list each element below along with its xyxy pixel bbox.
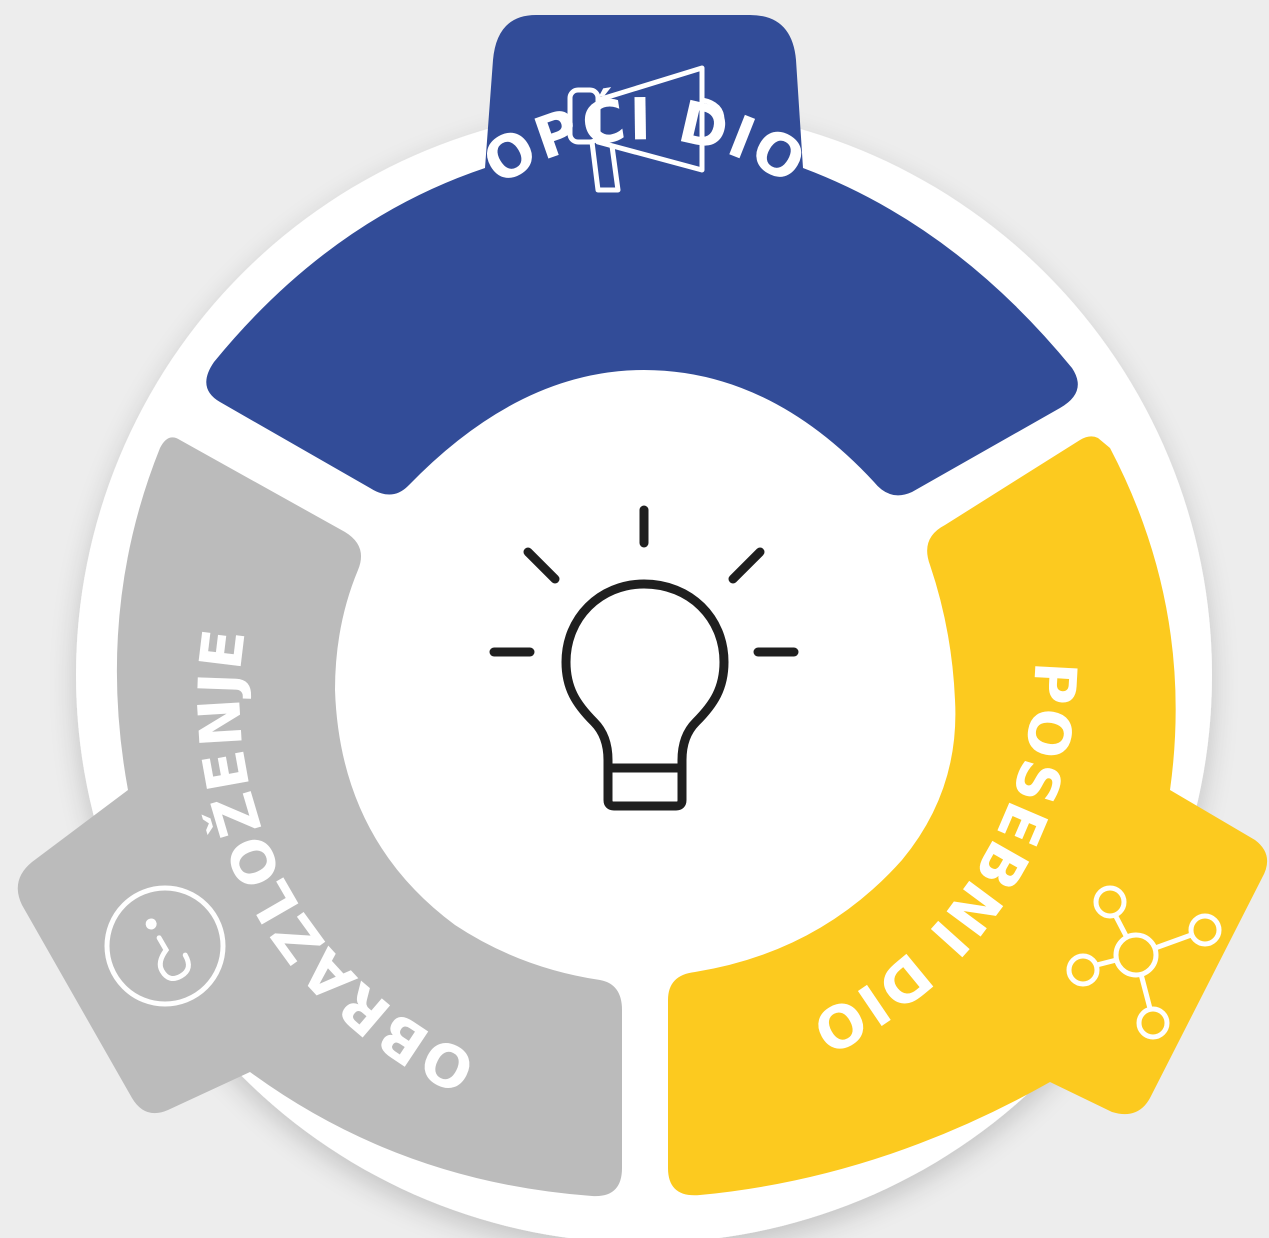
segment-obrazlozenje-shape [17,437,622,1197]
network-nodes-icon [1066,885,1222,1040]
megaphone-icon [567,65,725,193]
lightbulb-icon [489,505,799,811]
segment-opci-dio[interactable]: OPĆI DIO [206,15,1078,496]
segment-opci-dio-shape [206,15,1078,496]
segment-posebni-dio-shape [668,436,1268,1196]
question-circle-icon [104,885,226,1007]
